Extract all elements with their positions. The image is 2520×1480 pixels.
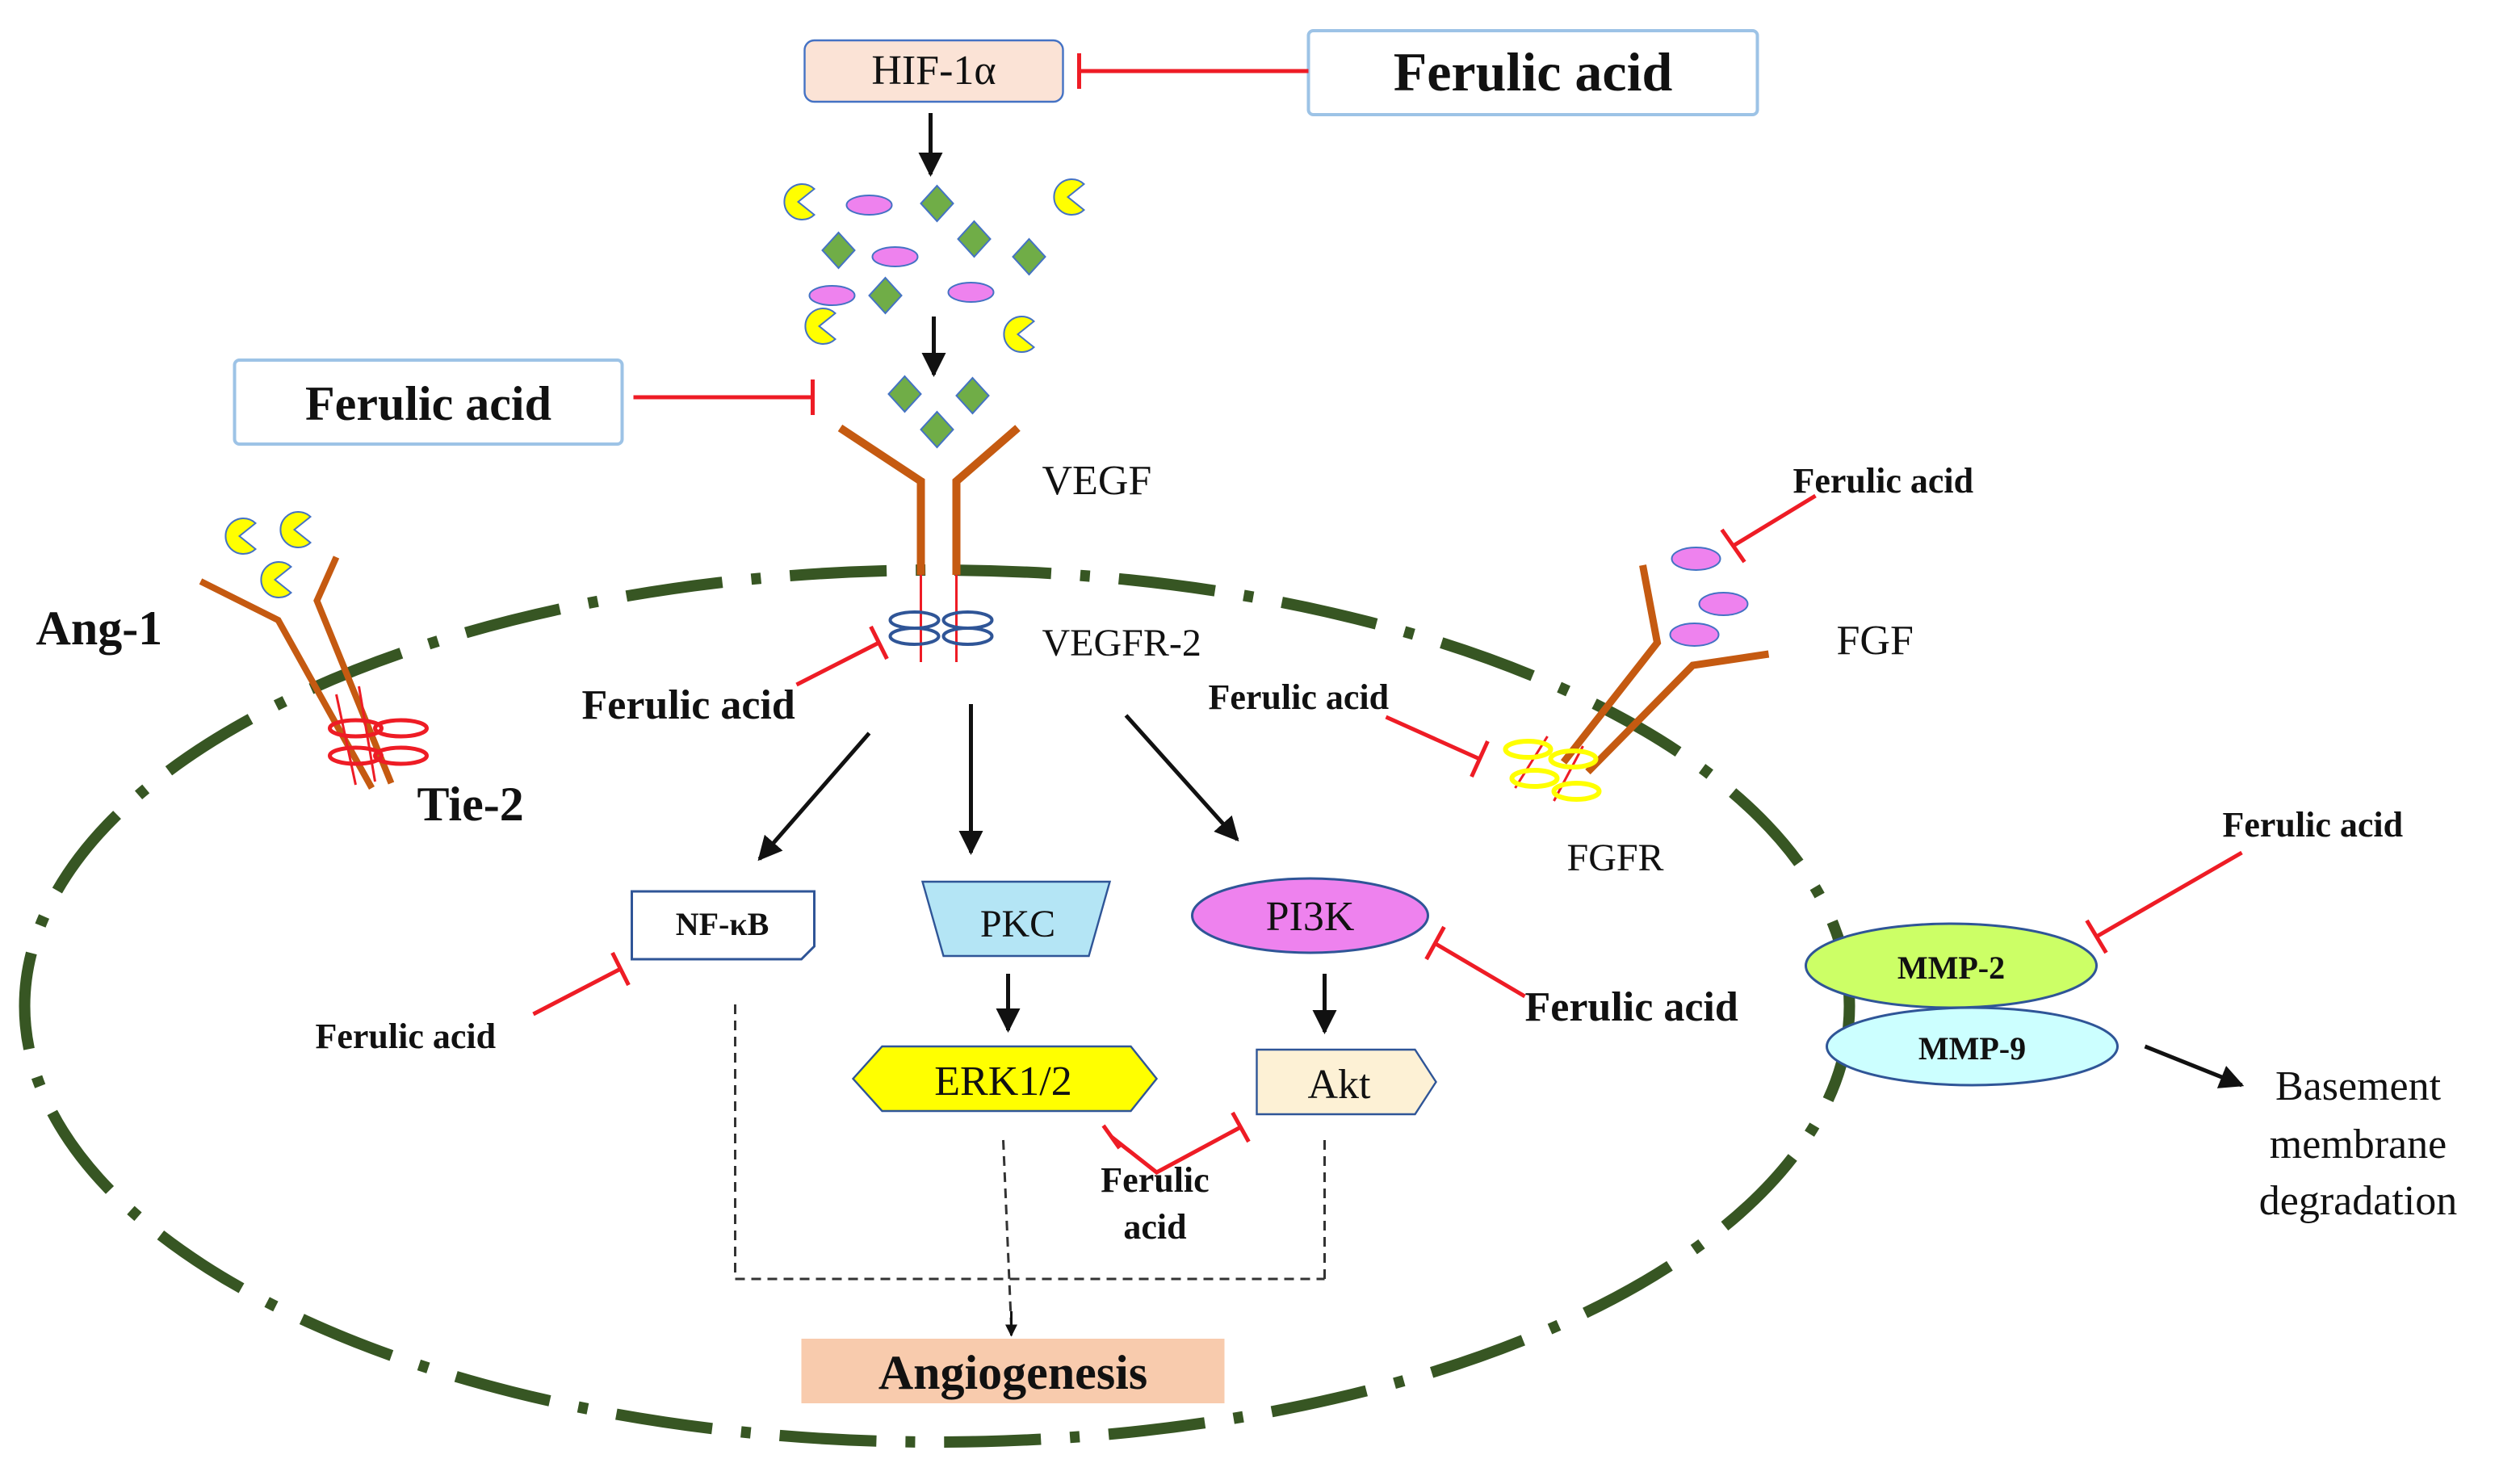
inhibit-mmp2 bbox=[2085, 850, 2243, 954]
ligand-pacman bbox=[1053, 178, 1086, 216]
hif1a-label: HIF-1α bbox=[871, 48, 996, 94]
vegf-diamond bbox=[920, 184, 954, 223]
akt-node: Akt bbox=[1256, 1048, 1437, 1116]
ligand-cluster bbox=[783, 178, 1086, 353]
pi3k-label: PI3K bbox=[1266, 894, 1355, 940]
mmp9-node: MMP-9 bbox=[1826, 1006, 2119, 1087]
vegfr2-label: VEGFR-2 bbox=[1042, 622, 1201, 665]
angiogenesis-node: Angiogenesis bbox=[801, 1339, 1225, 1403]
tie2-receptor bbox=[199, 556, 429, 790]
ligand-pacman bbox=[783, 183, 816, 220]
dashed-connectors bbox=[734, 1004, 1326, 1328]
ligand-pacman bbox=[804, 308, 837, 345]
ferulic-acid-top-label: Ferulic acid bbox=[1394, 41, 1673, 103]
tie2-label: Tie-2 bbox=[417, 778, 524, 831]
inhibit-fgf bbox=[1720, 493, 1817, 564]
pi3k-node: PI3K bbox=[1191, 877, 1429, 954]
mmp2-label: MMP-2 bbox=[1897, 950, 2005, 986]
vegf-diamond bbox=[957, 220, 992, 258]
angiogenesis-label: Angiogenesis bbox=[878, 1346, 1147, 1399]
fgf-ligands bbox=[1669, 547, 1749, 647]
akt-label: Akt bbox=[1308, 1062, 1372, 1108]
arrow-mmp-to-basement bbox=[2144, 1044, 2245, 1088]
ferulic-acid-box-left: Ferulic acid bbox=[233, 358, 624, 446]
inhibit-nfkb bbox=[532, 951, 631, 1017]
vegf-diamond bbox=[887, 375, 922, 413]
basement-label-1: Basement bbox=[2275, 1063, 2442, 1109]
inhibit-pi3k bbox=[1424, 925, 1526, 999]
fgf-label: FGF bbox=[1837, 618, 1914, 664]
nfkb-label: NF-κB bbox=[676, 906, 769, 942]
ferulic-acid-fgf-label: Ferulic acid bbox=[1793, 461, 1974, 501]
basement-label-3: degradation bbox=[2259, 1178, 2457, 1224]
ang1-ligands bbox=[224, 511, 312, 598]
ferulic-acid-fgfr-label: Ferulic acid bbox=[1209, 677, 1390, 717]
basement-label-2: membrane bbox=[2270, 1122, 2447, 1168]
arrow-to-nfkb bbox=[757, 732, 871, 862]
ligand-pacman bbox=[1003, 316, 1036, 353]
ligand-oval bbox=[808, 285, 856, 306]
fgfr-receptor bbox=[1503, 564, 1770, 802]
arrow-to-pi3k bbox=[1124, 714, 1239, 842]
ligand-oval bbox=[845, 195, 893, 216]
inhibit-fgfr bbox=[1385, 715, 1490, 778]
ligand-oval bbox=[871, 246, 919, 267]
vegf-diamond bbox=[920, 410, 954, 449]
vegf-diamond bbox=[955, 376, 990, 415]
ang1-label: Ang-1 bbox=[36, 602, 163, 655]
ferulic-acid-mmp-label: Ferulic acid bbox=[2223, 805, 2404, 845]
mmp9-label: MMP-9 bbox=[1918, 1030, 2026, 1067]
vegf-diamond bbox=[1012, 237, 1046, 276]
ferulic-acid-left-label: Ferulic acid bbox=[305, 377, 551, 430]
pkc-node: PKC bbox=[920, 880, 1112, 958]
ligand-oval bbox=[947, 282, 995, 303]
pkc-label: PKC bbox=[980, 903, 1055, 945]
nfkb-node: NF-κB bbox=[631, 890, 816, 961]
vegf-diamond bbox=[821, 231, 856, 270]
erk-label: ERK1/2 bbox=[934, 1059, 1071, 1105]
ferulic-acid-pi3k-label: Ferulic acid bbox=[1525, 984, 1738, 1030]
vegf-label: VEGF bbox=[1042, 458, 1152, 504]
cell-membrane bbox=[19, 564, 1855, 1448]
inhibit-erk-akt bbox=[1101, 1111, 1251, 1175]
inhibit-vegfr2 bbox=[795, 625, 889, 687]
erk-node: ERK1/2 bbox=[851, 1045, 1159, 1113]
mmp2-node: MMP-2 bbox=[1805, 922, 2098, 1009]
vegf-diamond bbox=[868, 276, 903, 315]
ferulic-acid-erk-akt-label-1: Ferulic bbox=[1101, 1160, 1209, 1200]
vegfr2-receptor bbox=[837, 424, 1021, 662]
hif1a-node: HIF-1α bbox=[803, 39, 1064, 103]
ferulic-acid-erk-akt-label-2: acid bbox=[1123, 1207, 1186, 1247]
ferulic-acid-nfkb-label: Ferulic acid bbox=[316, 1017, 497, 1056]
ferulic-acid-vegfr2-label: Ferulic acid bbox=[582, 682, 795, 728]
inhibit-hif bbox=[1077, 53, 1309, 89]
inhibit-vegf bbox=[633, 379, 815, 415]
ferulic-acid-box-top: Ferulic acid bbox=[1306, 29, 1759, 116]
fgfr-label: FGFR bbox=[1567, 836, 1664, 879]
